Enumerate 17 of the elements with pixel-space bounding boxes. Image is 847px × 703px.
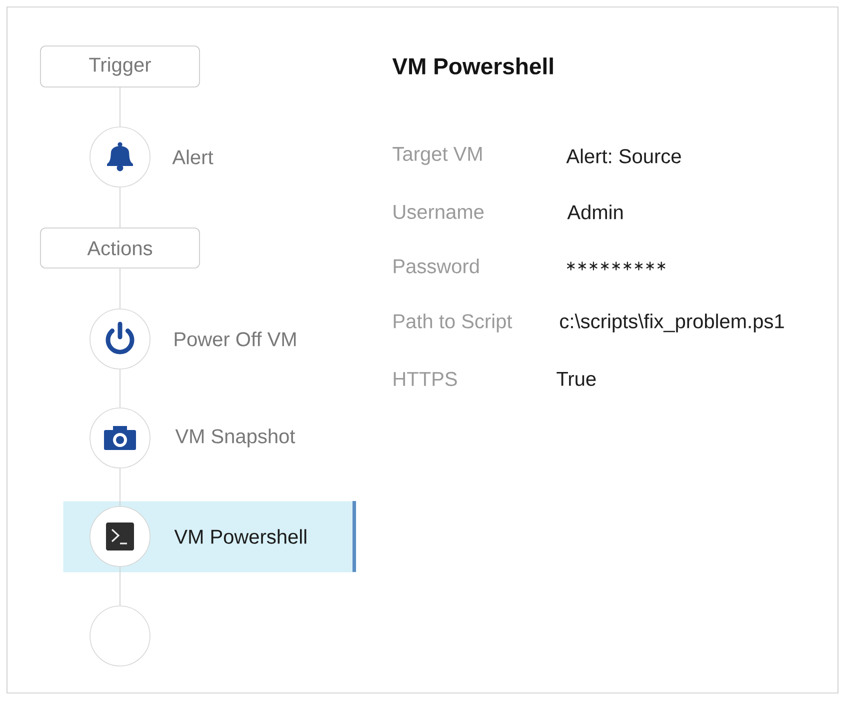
field-label: Username <box>394 205 484 219</box>
field-label: Target VM <box>392 147 482 165</box>
field-value: Admin <box>567 204 623 220</box>
field-value: ∗∗∗∗∗∗∗∗∗ <box>566 262 666 270</box>
field-label: Password <box>394 258 479 274</box>
step-label: Power Off VM <box>174 332 296 346</box>
field-label: Path to Script <box>394 314 512 332</box>
field-value: True <box>556 372 596 386</box>
header-box: Actions <box>40 228 200 268</box>
field-value: c:\scripts\fix_problem.ps1 <box>560 314 784 332</box>
header-box: Trigger <box>40 46 200 88</box>
field-value: Alert: Source <box>566 148 681 164</box>
step-circle <box>90 606 150 666</box>
step-label: Alert <box>172 150 214 164</box>
field-label: HTTPS <box>394 372 457 386</box>
panel-title: VM Powershell <box>392 58 553 74</box>
step-label: VM Snapshot <box>175 428 296 448</box>
